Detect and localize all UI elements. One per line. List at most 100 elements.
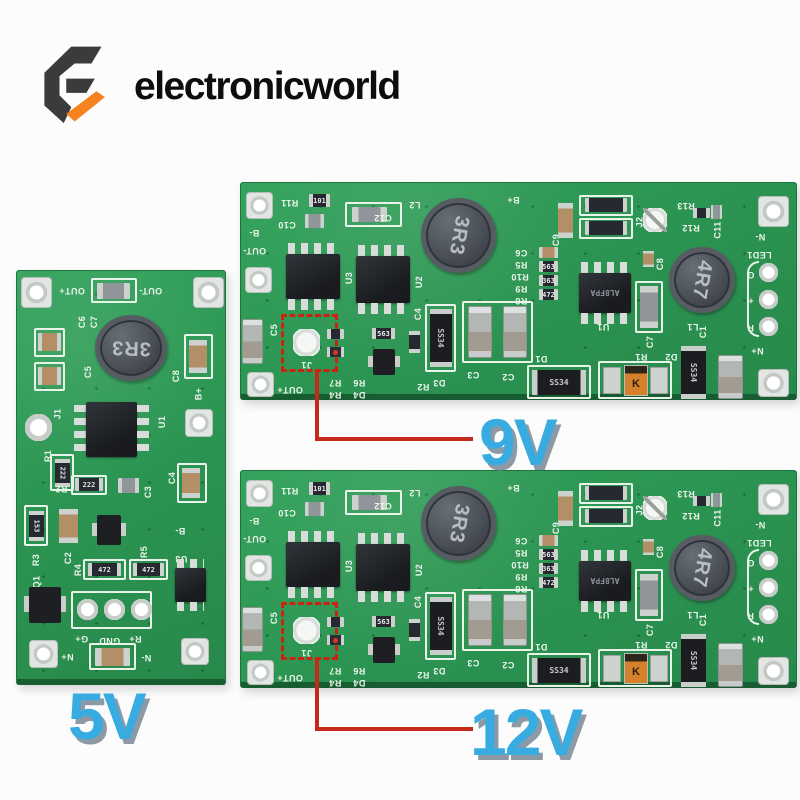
plated-hole-j1	[25, 414, 52, 441]
transistor	[92, 515, 126, 545]
silkscreen-label: U3	[344, 559, 355, 573]
fuse-r1: K	[624, 653, 648, 684]
silkscreen-label: B+	[507, 483, 520, 493]
jumper-j1	[293, 329, 320, 356]
silkscreen-label: OUT-	[243, 246, 267, 256]
mounting-pad	[246, 480, 273, 507]
silkscreen-label: OUT-	[139, 286, 163, 296]
chip-pins	[581, 550, 629, 561]
resistor	[585, 221, 627, 235]
through-hole	[759, 290, 778, 309]
silkscreen-label: C7	[645, 623, 656, 637]
diode-d3: SS34	[430, 309, 452, 367]
silkscreen-label: B-	[249, 228, 260, 238]
silkscreen-outline	[579, 483, 633, 504]
led-d4	[327, 347, 344, 357]
silkscreen-outline	[50, 454, 74, 491]
silkscreen-outline	[579, 195, 633, 216]
capacitor	[718, 643, 743, 687]
chip-pins	[358, 303, 408, 314]
logo-hex-stroke	[44, 46, 102, 124]
capacitor	[468, 594, 492, 646]
silkscreen-outline	[462, 589, 533, 651]
resistor	[585, 509, 627, 523]
resistor: 472	[539, 577, 558, 588]
resistor: 472	[133, 563, 164, 576]
silkscreen-label: C7	[89, 315, 100, 329]
capacitor	[38, 367, 61, 385]
jumper-j2	[643, 208, 667, 232]
capacitor	[305, 214, 324, 228]
silkscreen-outline	[579, 506, 633, 527]
capacitor	[468, 306, 492, 358]
resistor: 563	[539, 549, 558, 560]
ic-u2	[356, 544, 410, 591]
silkscreen-label: OUT+	[277, 385, 303, 395]
silkscreen-label: B-	[249, 516, 260, 526]
mounting-pad	[193, 277, 224, 308]
mounting-pad	[758, 484, 789, 515]
silkscreen-label: N-	[755, 520, 766, 530]
callout-line-12v-horizontal	[315, 727, 473, 731]
silkscreen-label: G	[747, 558, 755, 568]
brand-logo-text: electronicworld	[134, 65, 401, 108]
callout-line-12v-vertical	[315, 659, 319, 731]
capacitor	[643, 539, 654, 555]
silkscreen-label: D3	[433, 666, 446, 676]
resistor: 363	[539, 563, 558, 574]
silkscreen-label: L2	[409, 200, 421, 210]
resistor	[327, 617, 344, 627]
voltage-label-9v: 9V	[479, 405, 558, 479]
silkscreen-label: B-	[175, 526, 186, 536]
silkscreen-label: R	[747, 323, 754, 333]
chip-pins	[288, 531, 338, 542]
silkscreen-label: N-	[141, 653, 152, 663]
jumper-j2	[643, 496, 667, 520]
silkscreen-outline	[71, 475, 107, 495]
logo-orange-stripe	[66, 91, 105, 122]
silkscreen-label: OUT-	[243, 534, 267, 544]
silkscreen-label: N+	[61, 652, 74, 662]
resistor: 153	[29, 511, 44, 541]
silkscreen-label: N+	[751, 634, 764, 644]
silkscreen-label: C5	[269, 611, 280, 625]
silkscreen-label: C3	[143, 485, 154, 499]
through-hole	[759, 317, 778, 336]
silkscreen-outline	[345, 202, 402, 227]
silkscreen-label: C5	[83, 365, 94, 379]
silkscreen-label: R12	[682, 511, 700, 521]
voltage-label-12v: 12V	[470, 695, 583, 769]
silkscreen-label: C5	[269, 323, 280, 337]
chip-pins	[358, 533, 408, 544]
chip-pins	[74, 405, 86, 455]
silkscreen-outline	[462, 301, 533, 363]
silkscreen-label: C10	[278, 220, 296, 230]
resistor: 563	[539, 261, 558, 272]
resistor: 363	[539, 275, 558, 286]
silkscreen-outline	[91, 278, 137, 303]
silkscreen-outline	[34, 362, 65, 391]
silkscreen-outline	[177, 463, 207, 503]
resistor	[693, 496, 710, 506]
silkscreen-label: C3	[467, 658, 480, 668]
silkscreen-label: C2	[502, 660, 515, 670]
diode-d2: SS34	[681, 346, 706, 399]
chip-pins	[358, 245, 408, 256]
capacitor	[539, 535, 558, 546]
led-d4	[327, 635, 344, 645]
silkscreen-outline	[527, 365, 591, 399]
capacitor	[97, 283, 130, 299]
jumper-j1	[293, 617, 320, 644]
ic-u3	[286, 542, 340, 587]
through-hole	[104, 599, 125, 620]
mounting-pad	[21, 277, 52, 308]
resistor	[409, 331, 420, 353]
capacitor	[352, 495, 387, 510]
silkscreen-label: L2	[409, 488, 421, 498]
silkscreen-outline	[89, 643, 136, 670]
silkscreen-label: J2	[634, 216, 645, 228]
silkscreen-label: U2	[414, 275, 425, 289]
silkscreen-label: D4	[353, 678, 366, 688]
